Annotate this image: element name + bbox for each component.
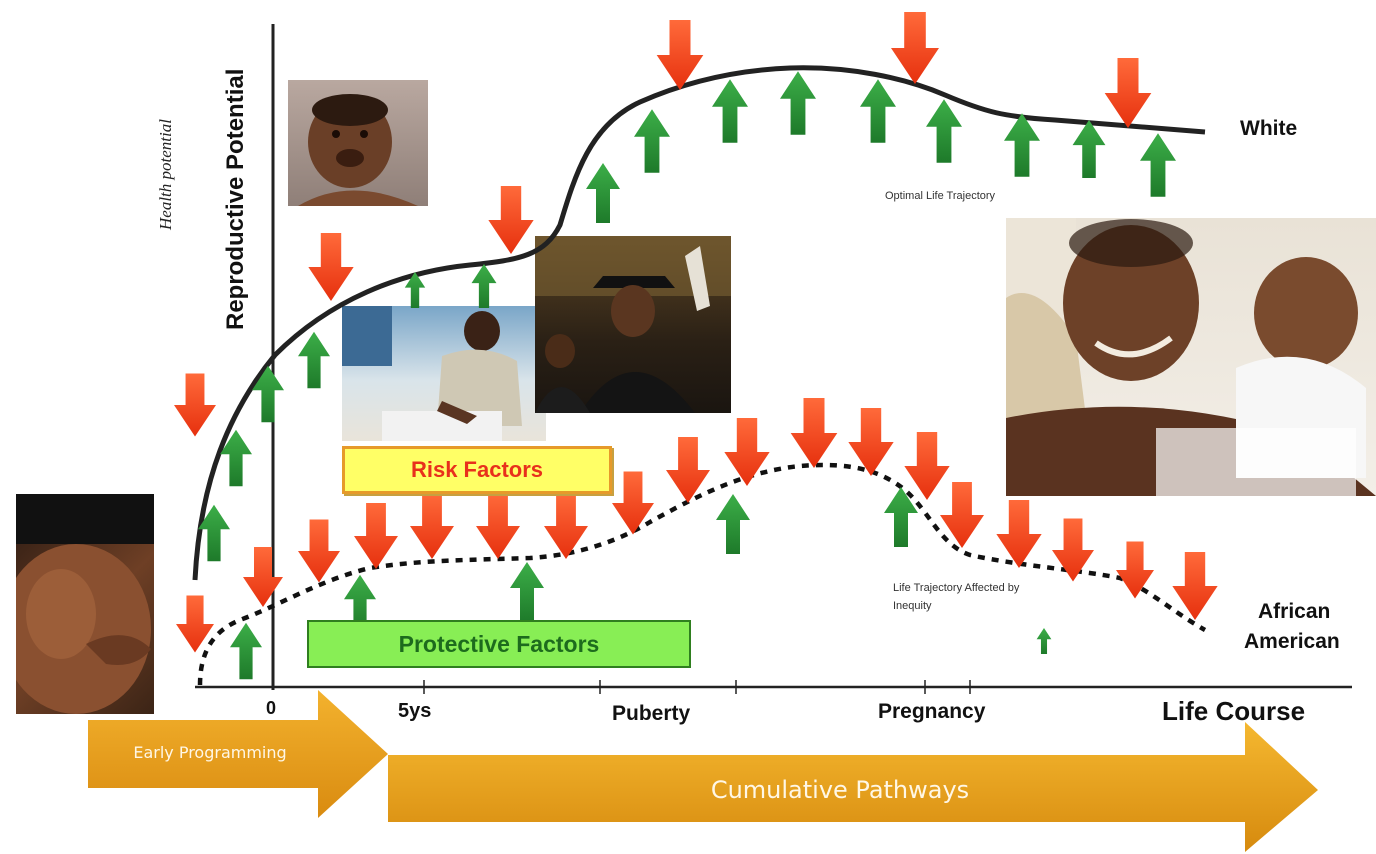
protective-factors-box: Protective Factors (307, 620, 691, 668)
protective-arrow (298, 331, 330, 389)
inequity-trajectory-curve (197, 462, 1207, 686)
protective-arrow (634, 109, 670, 173)
risk-arrow (354, 503, 398, 569)
optimal-trajectory-curve (192, 65, 1206, 581)
protective-arrow (1036, 628, 1052, 654)
risk-arrow (174, 373, 216, 437)
risk-arrow (996, 500, 1042, 568)
african-label: African (1258, 600, 1331, 623)
protective-arrow (716, 494, 750, 554)
risk-arrow (891, 12, 939, 84)
pregnant-belly-photo (16, 494, 154, 714)
risk-arrow (1116, 541, 1154, 599)
tick-label-puberty: Puberty (612, 702, 691, 725)
tick-label-0: 0 (266, 698, 277, 718)
risk-arrow (1104, 58, 1152, 128)
cumulative-pathways-banner-shape (388, 722, 1318, 852)
risk-arrow (848, 408, 894, 476)
risk-arrow (298, 519, 340, 583)
protective-arrow (586, 163, 620, 223)
risk-factors-box: Risk Factors (342, 446, 612, 494)
risk-arrow (1052, 518, 1094, 582)
risk-arrow (790, 398, 838, 468)
health-potential-label: Health potential (156, 119, 175, 230)
protective-arrow (926, 99, 962, 163)
risk-arrow (176, 595, 214, 653)
protective-arrow (1004, 113, 1040, 177)
tick-label-5ys: 5ys (398, 700, 432, 722)
reproductive-potential-label: Reproductive Potential (222, 68, 249, 330)
risk-arrow (476, 493, 520, 559)
infant-photo (288, 80, 428, 206)
risk-arrow (488, 186, 534, 254)
life-course-label: Life Course (1162, 696, 1306, 726)
protective-arrows (198, 71, 1176, 680)
protective-arrow (1072, 120, 1106, 178)
risk-arrow (243, 547, 283, 607)
father-and-baby-photo (1006, 218, 1376, 496)
risk-arrows (174, 12, 1218, 653)
protective-arrow (252, 365, 284, 423)
early-programming-label: Early Programming (133, 742, 287, 762)
protective-arrow (860, 79, 896, 143)
protective-arrow (471, 264, 497, 308)
risk-arrow (656, 20, 704, 90)
risk-arrow (410, 493, 454, 559)
protective-arrow (712, 79, 748, 143)
inequity-caption-line2: Inequity (893, 600, 932, 612)
risk-arrow (724, 418, 770, 486)
protective-arrow (510, 562, 544, 622)
protective-arrow (230, 622, 262, 680)
risk-arrow (308, 233, 354, 301)
risk-arrow (1172, 552, 1218, 620)
risk-arrow (904, 432, 950, 500)
optimal-trajectory-caption: Optimal Life Trajectory (885, 190, 996, 202)
early-programming-banner-shape (88, 690, 388, 818)
protective-arrow (1140, 133, 1176, 197)
white-label: White (1240, 117, 1298, 140)
x-axis-ticks (423, 680, 971, 694)
american-label: American (1244, 630, 1340, 653)
protective-arrow (780, 71, 816, 135)
inequity-caption-line1: Life Trajectory Affected by (893, 582, 1020, 594)
tick-label-pregnancy: Pregnancy (878, 700, 986, 723)
risk-arrow (666, 437, 710, 503)
graduate-photo (535, 236, 731, 413)
cumulative-pathways-label: Cumulative Pathways (710, 776, 970, 804)
child-studying-photo (342, 306, 546, 441)
